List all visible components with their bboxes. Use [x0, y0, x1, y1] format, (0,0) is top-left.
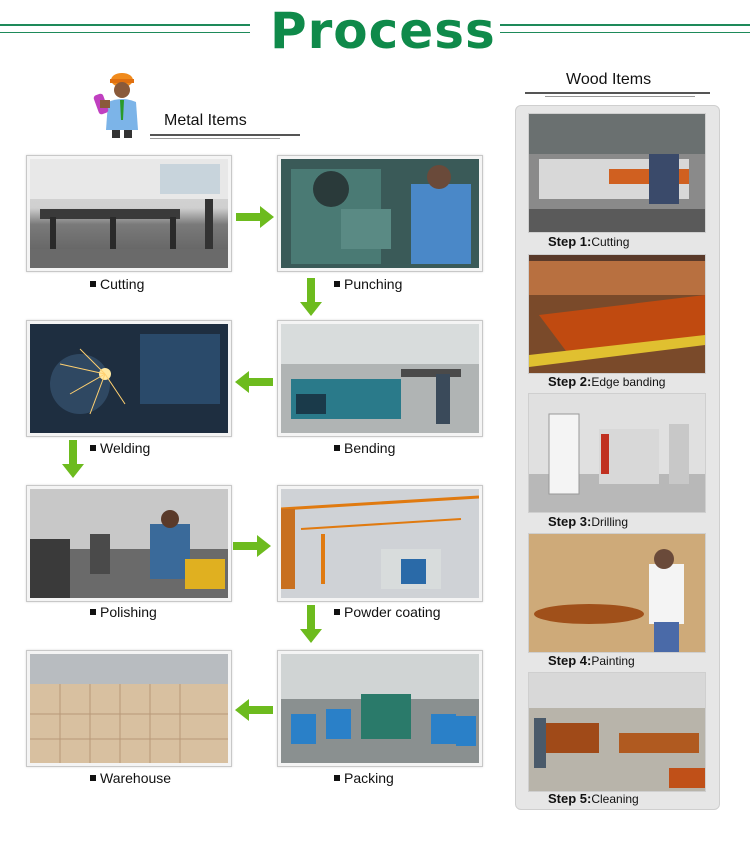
arrow-right-icon	[236, 206, 274, 233]
metal-items-rule-thin	[150, 138, 280, 139]
polishing-photo	[26, 485, 232, 602]
warehouse-caption: Warehouse	[90, 770, 171, 786]
wood-cleaning-photo	[528, 672, 706, 792]
powder-coating-photo	[277, 485, 483, 602]
header-rule-right	[500, 24, 750, 26]
header-rule-right-thin	[500, 32, 750, 33]
punching-caption: Punching	[334, 276, 402, 292]
wood-items-rule-thin	[545, 96, 695, 97]
wood-step-2-caption: Step 2:Edge banding	[548, 374, 666, 389]
arrow-left-icon	[235, 371, 273, 398]
packing-photo	[277, 650, 483, 767]
arrow-down-icon	[300, 278, 322, 321]
wood-step-5-caption: Step 5:Cleaning	[548, 791, 639, 806]
welding-caption: Welding	[90, 440, 150, 456]
page-title: Process	[270, 2, 496, 60]
wood-drilling-photo	[528, 393, 706, 513]
warehouse-photo	[26, 650, 232, 767]
arrow-down-icon	[300, 605, 322, 648]
wood-cutting-photo	[528, 113, 706, 233]
powder-coating-caption: Powder coating	[334, 604, 441, 620]
wood-painting-photo	[528, 533, 706, 653]
wood-step-1-caption: Step 1:Cutting	[548, 234, 630, 249]
wood-step-4-caption: Step 4:Painting	[548, 653, 635, 668]
cutting-caption: Cutting	[90, 276, 144, 292]
polishing-caption: Polishing	[90, 604, 157, 620]
header-rule-left	[0, 24, 250, 26]
metal-items-title: Metal Items	[164, 112, 247, 129]
wood-edge-banding-photo	[528, 254, 706, 374]
welding-photo	[26, 320, 232, 437]
cutting-photo	[26, 155, 232, 272]
wood-items-rule	[525, 92, 710, 94]
arrow-left-icon	[235, 699, 273, 726]
bending-caption: Bending	[334, 440, 395, 456]
metal-items-rule	[150, 134, 300, 136]
packing-caption: Packing	[334, 770, 394, 786]
arrow-down-icon	[62, 440, 84, 483]
worker-mascot-icon	[92, 68, 152, 140]
punching-photo	[277, 155, 483, 272]
bending-photo	[277, 320, 483, 437]
wood-step-3-caption: Step 3:Drilling	[548, 514, 629, 529]
header-rule-left-thin	[0, 32, 250, 33]
arrow-right-icon	[233, 535, 271, 562]
wood-items-title: Wood Items	[566, 71, 652, 88]
